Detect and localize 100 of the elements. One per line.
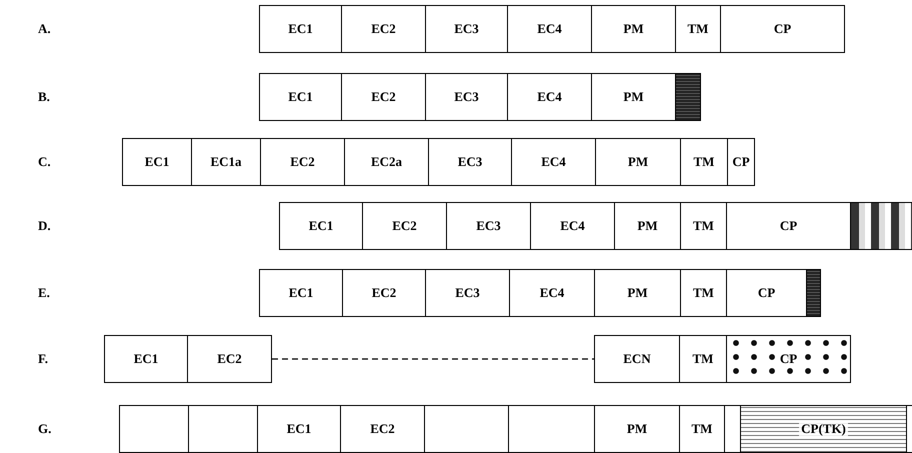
domain-segment <box>260 138 345 186</box>
domain-label: EC1 <box>288 21 313 37</box>
domain-segment <box>680 138 728 186</box>
domain-label: EC1 <box>288 89 313 105</box>
domain-label: TM <box>693 285 714 301</box>
row-label: C. <box>38 154 51 170</box>
domain-label: EC2 <box>370 421 395 437</box>
row-label: B. <box>38 89 50 105</box>
domain-label: EC4 <box>540 285 564 301</box>
domain-label: TM <box>693 218 714 234</box>
domain-segment <box>257 405 341 453</box>
domain-segment <box>259 269 343 317</box>
domain-segment <box>428 138 512 186</box>
domain-segment <box>509 269 595 317</box>
domain-segment <box>507 73 592 121</box>
domain-segment <box>530 202 615 250</box>
domain-segment <box>342 269 426 317</box>
domain-label: EC4 <box>537 21 562 37</box>
patterned-segment <box>675 73 701 121</box>
domain-segment <box>340 405 425 453</box>
domain-segment <box>680 269 727 317</box>
domain-label: TM <box>692 421 712 437</box>
domain-segment <box>594 269 681 317</box>
domain-label: TM <box>688 21 708 37</box>
domain-label: CP <box>758 285 776 301</box>
domain-segment <box>425 269 510 317</box>
domain-label: EC3 <box>458 154 482 170</box>
domain-label: PM <box>628 154 648 170</box>
row-label: D. <box>38 218 51 234</box>
domain-label: EC2 <box>392 218 417 234</box>
domain-label: CP(TK) <box>799 421 848 437</box>
domain-segment <box>726 269 807 317</box>
domain-label: CP <box>774 21 792 37</box>
domain-segment <box>425 5 508 53</box>
row-label: E. <box>38 285 50 301</box>
domain-segment <box>425 73 508 121</box>
domain-label: EC1 <box>134 351 158 367</box>
domain-segment <box>104 335 188 383</box>
dashed-line <box>272 358 594 360</box>
domain-segment <box>122 138 192 186</box>
domain-label: PM <box>637 218 658 234</box>
domain-label: EC2 <box>372 285 396 301</box>
domain-segment <box>187 335 272 383</box>
domain-label: EC2a <box>370 154 402 170</box>
domain-segment <box>720 5 845 53</box>
domain-segment <box>279 202 363 250</box>
domain-label: ECN <box>623 351 651 367</box>
domain-segment <box>446 202 531 250</box>
patterned-domain-segment <box>740 405 907 453</box>
domain-label: EC4 <box>537 89 562 105</box>
domain-segment <box>344 138 429 186</box>
domain-label: EC1a <box>210 154 242 170</box>
domain-label: EC1 <box>308 218 334 234</box>
domain-segment <box>594 405 680 453</box>
domain-segment <box>511 138 596 186</box>
domain-segment <box>507 5 592 53</box>
domain-label: CP <box>732 154 750 170</box>
domain-segment <box>591 5 676 53</box>
domain-segment <box>679 405 725 453</box>
domain-label: EC1 <box>144 154 170 170</box>
domain-label: EC3 <box>455 285 480 301</box>
domain-label: EC1 <box>288 285 314 301</box>
domain-segment <box>362 202 447 250</box>
domain-label: EC4 <box>560 218 585 234</box>
domain-segment <box>191 138 261 186</box>
domain-label: PM <box>623 89 644 105</box>
domain-label: EC1 <box>286 421 312 437</box>
domain-segment <box>726 202 851 250</box>
domain-segment <box>594 335 680 383</box>
domain-label: EC3 <box>454 21 479 37</box>
domain-label: EC2 <box>371 89 396 105</box>
domain-label: TM <box>692 351 714 367</box>
domain-label: CP <box>780 218 798 234</box>
domain-segment <box>595 138 681 186</box>
domain-segment <box>259 73 342 121</box>
domain-segment <box>259 5 342 53</box>
row-label: A. <box>38 21 51 37</box>
domain-label: TM <box>694 154 714 170</box>
domain-label: EC3 <box>476 218 501 234</box>
domain-segment <box>341 73 426 121</box>
domain-label: EC2 <box>371 21 396 37</box>
domain-segment <box>614 202 681 250</box>
domain-segment <box>591 73 676 121</box>
domain-segment <box>727 138 755 186</box>
row-label: G. <box>38 421 52 437</box>
domain-segment <box>680 202 727 250</box>
domain-segment <box>679 335 727 383</box>
row-label: F. <box>38 351 48 367</box>
domain-label: EC2 <box>217 351 242 367</box>
patterned-domain-segment <box>726 335 851 383</box>
domain-segment <box>341 5 426 53</box>
domain-label: EC2 <box>290 154 315 170</box>
patterned-segment <box>806 269 821 317</box>
domain-label: PM <box>627 285 648 301</box>
empty-segment <box>724 405 741 453</box>
domain-label: EC3 <box>454 89 479 105</box>
domain-segment <box>675 5 721 53</box>
patterned-segment <box>850 202 912 250</box>
domain-label: EC4 <box>541 154 566 170</box>
domain-label: PM <box>623 21 644 37</box>
